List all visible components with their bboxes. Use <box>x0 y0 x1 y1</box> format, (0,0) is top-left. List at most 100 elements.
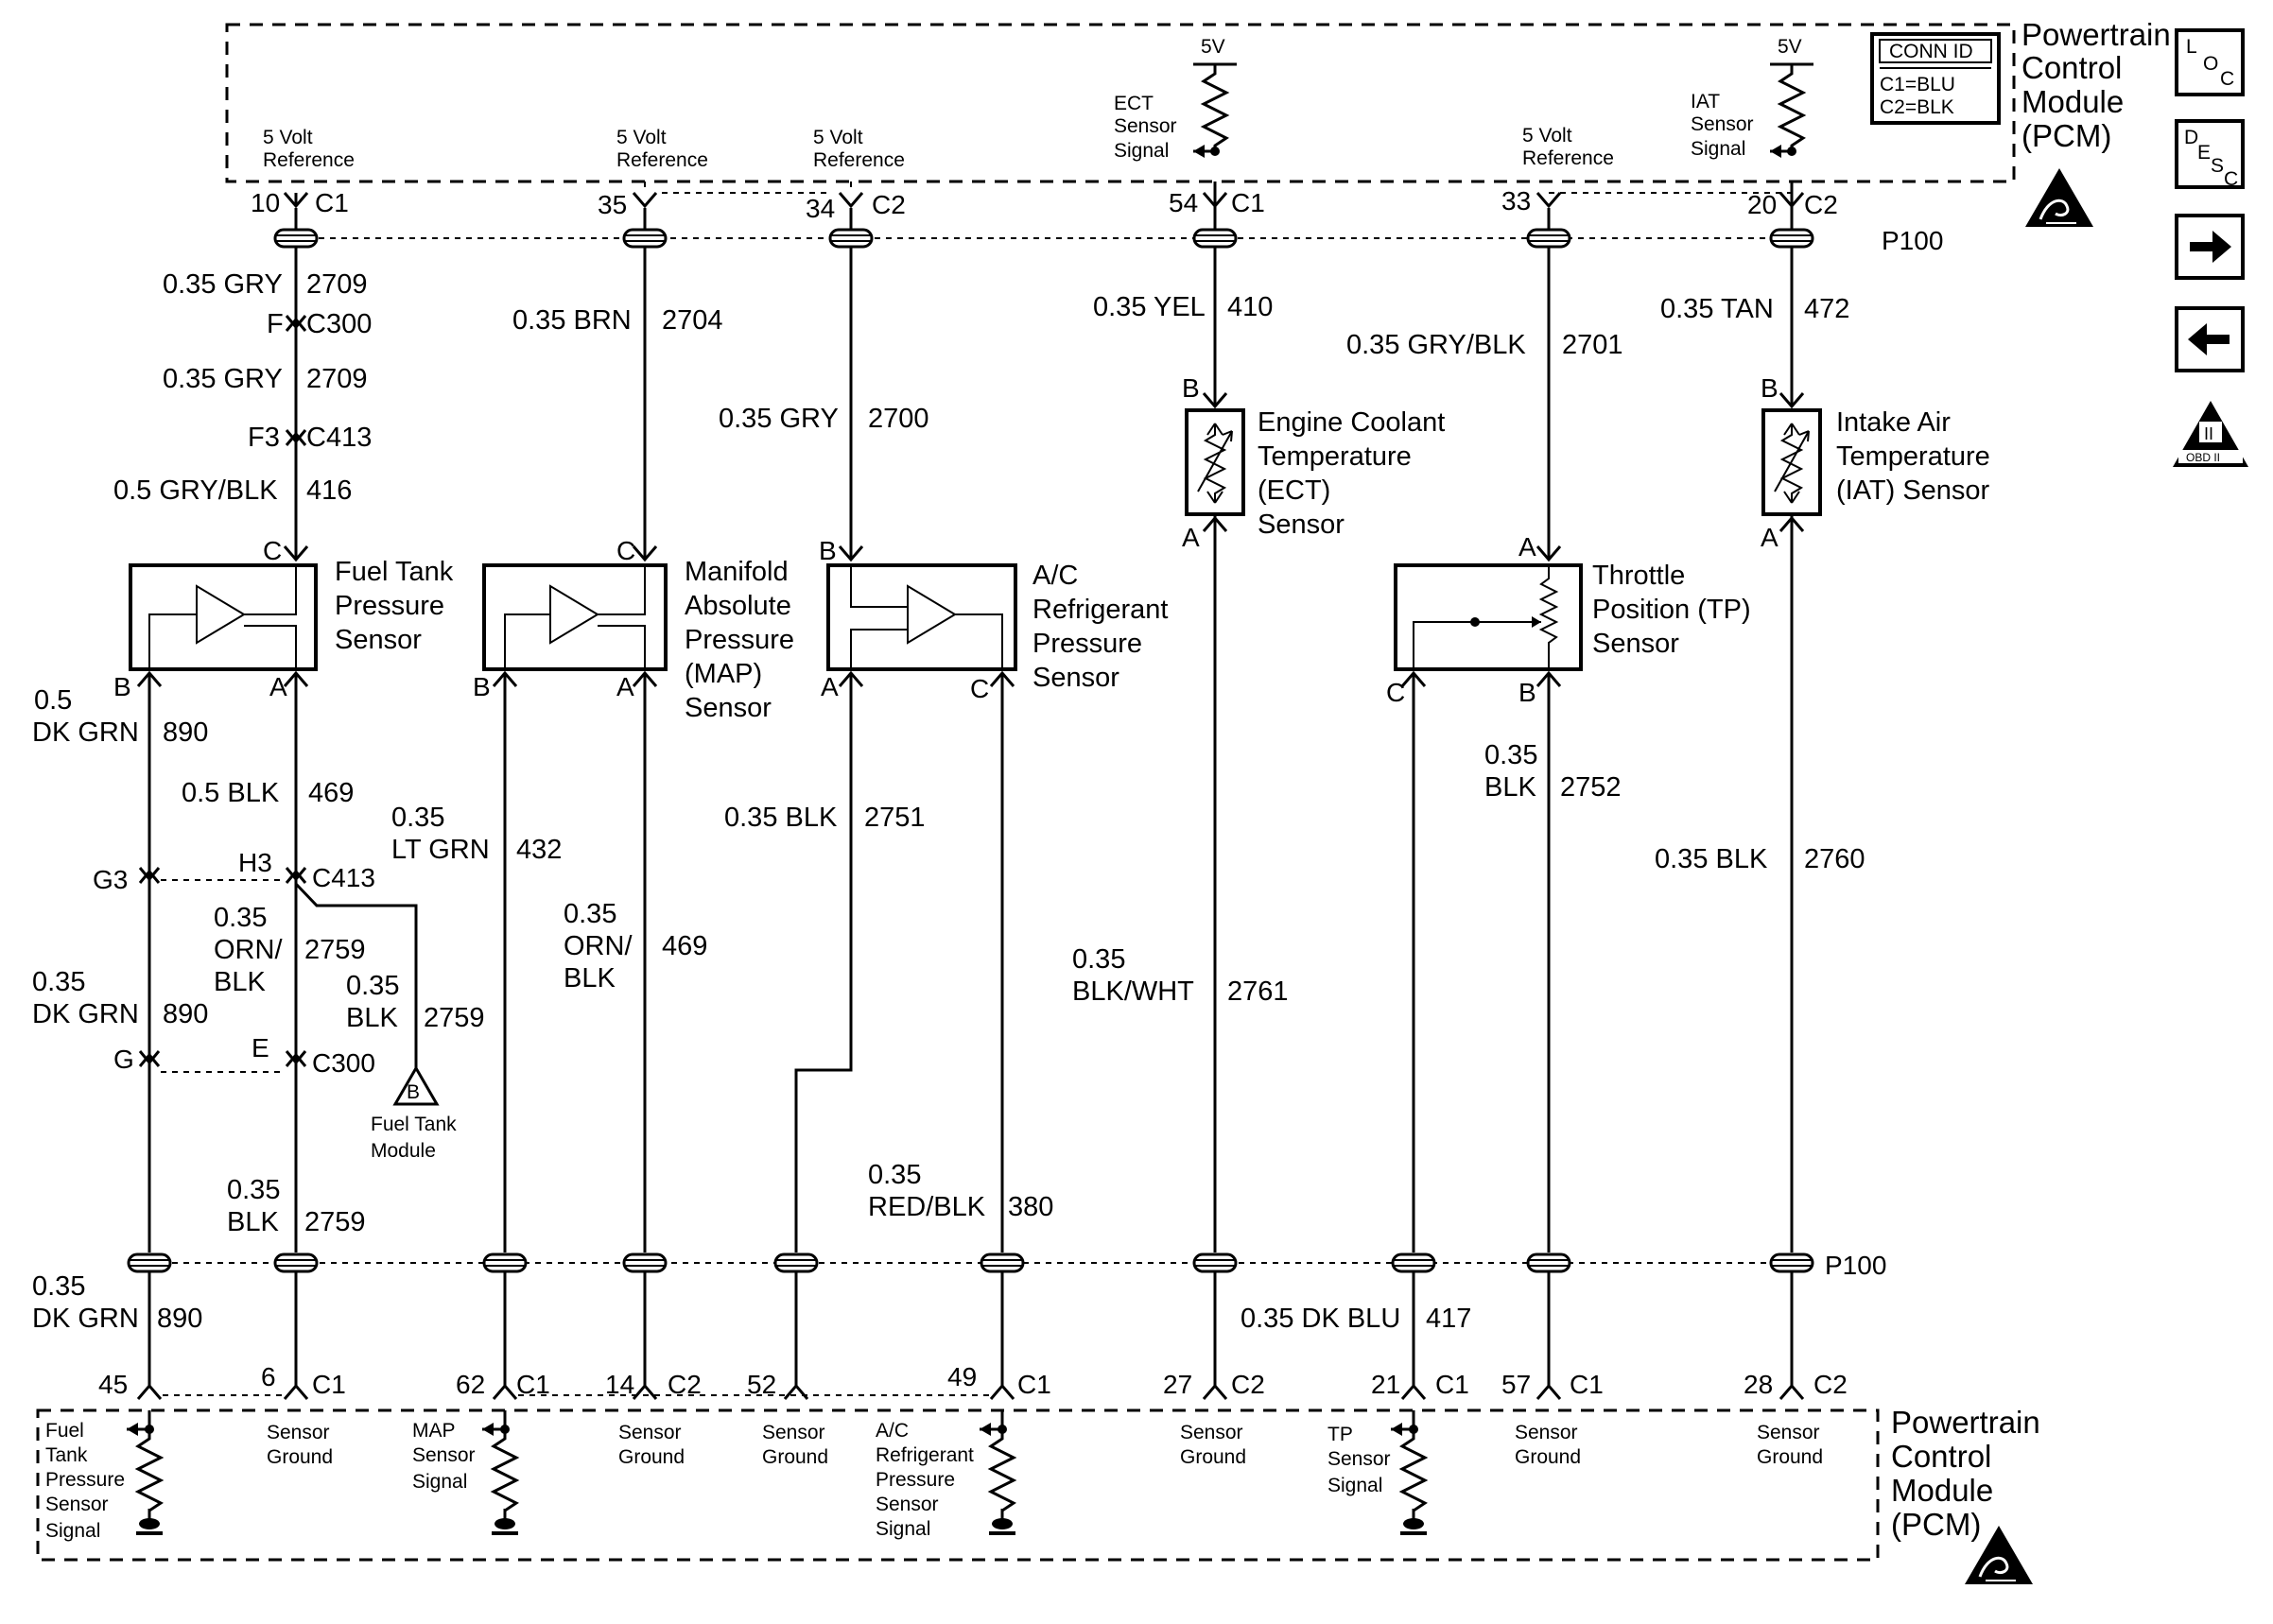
tp-pin-a: A <box>1518 532 1536 561</box>
wire-380-id: 380 <box>1008 1192 1053 1222</box>
c413-mid-h3: H3 <box>238 848 272 877</box>
map-signal-2: Sensor <box>412 1444 476 1466</box>
sg-28-2: Ground <box>1757 1446 1823 1468</box>
p100-bottom-label: P100 <box>1825 1251 1886 1280</box>
wire-380-size: 0.35 <box>868 1160 921 1190</box>
tp-sensor-label-2: Position (TP) <box>1592 595 1751 625</box>
fuel-tank-pin-b: B <box>113 672 131 701</box>
ac-refrigerant-pressure-sensor <box>826 544 1017 688</box>
wire-2760-color: 0.35 BLK <box>1655 844 1768 874</box>
wire-2761-id: 2761 <box>1227 976 1289 1007</box>
wire-2761-size: 0.35 <box>1072 944 1125 975</box>
next-page-arrow-icon[interactable] <box>2175 214 2245 280</box>
tp-pin-c: C <box>1386 678 1405 707</box>
wire-2759c-size: 0.35 <box>227 1175 280 1205</box>
wire-472-color: 0.35 TAN <box>1660 294 1774 324</box>
wire-2759a-size: 0.35 <box>214 903 267 933</box>
loc-l: L <box>2186 36 2197 58</box>
ect-sensor-label-1: Engine Coolant <box>1258 407 1445 438</box>
ref-label-34-b: Reference <box>813 149 905 171</box>
sg-27-2: Ground <box>1180 1446 1246 1468</box>
map-sensor-label-5: Sensor <box>685 693 772 723</box>
ref-label-33-b: Reference <box>1522 147 1614 169</box>
desc-icon[interactable]: D E S C <box>2175 119 2245 190</box>
wire-2761-color: BLK/WHT <box>1072 976 1194 1007</box>
ft-signal-1: Fuel <box>45 1420 84 1442</box>
wire-469b-color-1: ORN/ <box>564 931 633 961</box>
wire-410-color: 0.35 YEL <box>1093 292 1206 322</box>
ac-sensor-label-1: A/C <box>1032 561 1078 591</box>
fuel-tank-sensor-label-3: Sensor <box>335 625 422 655</box>
pcm-top-title-3: Module <box>2021 84 2124 119</box>
wires <box>138 181 1794 1253</box>
c300-mid-e: E <box>252 1033 269 1063</box>
ac-signal-4: Sensor <box>876 1494 939 1515</box>
p100-top-label: P100 <box>1882 226 1943 255</box>
tp-sensor-label-1: Throttle <box>1592 561 1685 591</box>
ft-signal-4: Sensor <box>45 1494 109 1515</box>
wire-472-id: 472 <box>1804 294 1849 324</box>
wire-469b-id: 469 <box>662 931 707 961</box>
pcm-bottom-title-3: Module <box>1891 1473 1993 1508</box>
map-signal-1: MAP <box>412 1420 456 1442</box>
sg-57-2: Ground <box>1515 1446 1581 1468</box>
pin-bot-49-c1: C1 <box>1017 1370 1051 1399</box>
sg-6-1: Sensor <box>267 1422 330 1443</box>
conn-id-c1: C1=BLU <box>1880 74 1955 95</box>
pcm-bottom-box <box>36 1408 1880 1562</box>
loc-c: C <box>2220 68 2234 90</box>
ft-signal-5: Signal <box>45 1520 100 1542</box>
sg-27-1: Sensor <box>1180 1422 1243 1443</box>
pin-top-10-c1: C1 <box>315 188 349 217</box>
wire-432-id: 432 <box>516 835 562 865</box>
obd-ii-roman: II <box>2204 424 2213 443</box>
conn-id-title: CONN ID <box>1889 41 1973 62</box>
wire-2701-color: 0.35 GRY/BLK <box>1346 330 1526 360</box>
loc-o: O <box>2203 53 2218 75</box>
ect-signal-2: Sensor <box>1114 115 1177 137</box>
ect-5v-label: 5V <box>1201 36 1225 58</box>
desc-e: E <box>2197 142 2211 164</box>
wire-469b-color-2: BLK <box>564 963 616 993</box>
ac-pin-a: A <box>821 672 839 701</box>
loc-icon[interactable]: L O C <box>2175 28 2245 96</box>
prev-page-arrow-icon[interactable] <box>2175 306 2245 372</box>
wire-2752-size: 0.35 <box>1484 740 1537 770</box>
c413-top-pin: F3 <box>248 423 280 453</box>
wire-890c-color: DK GRN <box>32 1304 139 1334</box>
pin-top-20-c2: C2 <box>1804 190 1838 219</box>
tp-sensor <box>1394 544 1583 688</box>
ect-pin-b: B <box>1182 373 1200 403</box>
pin-bot-62-c1: C1 <box>516 1370 550 1399</box>
wire-2759a-id: 2759 <box>304 935 366 965</box>
pcm-bottom-title-4: (PCM) <box>1891 1507 1981 1542</box>
tp-sensor-label-3: Sensor <box>1592 629 1679 659</box>
wire-890c-id: 890 <box>157 1304 202 1334</box>
fuel-tank-module-2: Module <box>371 1140 436 1162</box>
iat-pullup: 5V IAT Sensor Signal <box>1691 36 1813 160</box>
sg-52-2: Ground <box>762 1446 828 1468</box>
wire-417-color: 0.35 DK BLU <box>1241 1304 1400 1334</box>
fuel-tank-module-ref: B <box>407 1081 420 1103</box>
pcm-bottom-circuits <box>127 1410 1429 1535</box>
wire-2759a-color-2: BLK <box>214 967 266 997</box>
pin-top-35: 35 <box>598 190 627 219</box>
ft-signal-3: Pressure <box>45 1469 125 1491</box>
pin-top-10: 10 <box>251 188 280 217</box>
conn-id-box: CONN ID C1=BLU C2=BLK <box>1870 32 2001 125</box>
pin-bot-57: 57 <box>1501 1370 1531 1399</box>
ect-sensor-label-4: Sensor <box>1258 510 1345 540</box>
sg-28-1: Sensor <box>1757 1422 1820 1443</box>
wire-417-id: 417 <box>1426 1304 1471 1334</box>
wire-2759b-color: BLK <box>346 1003 398 1033</box>
wire-890b-size: 0.35 <box>32 967 85 997</box>
map-signal-3: Signal <box>412 1471 467 1493</box>
ac-signal-5: Signal <box>876 1518 930 1540</box>
c300-mid-g: G <box>113 1045 134 1074</box>
obd-ii-icon[interactable]: II OBD II <box>2173 401 2248 467</box>
wire-2760-id: 2760 <box>1804 844 1865 874</box>
pcm-bottom-title-2: Control <box>1891 1439 1991 1474</box>
ect-sensor <box>1185 391 1245 533</box>
wire-2704-id: 2704 <box>662 305 723 336</box>
